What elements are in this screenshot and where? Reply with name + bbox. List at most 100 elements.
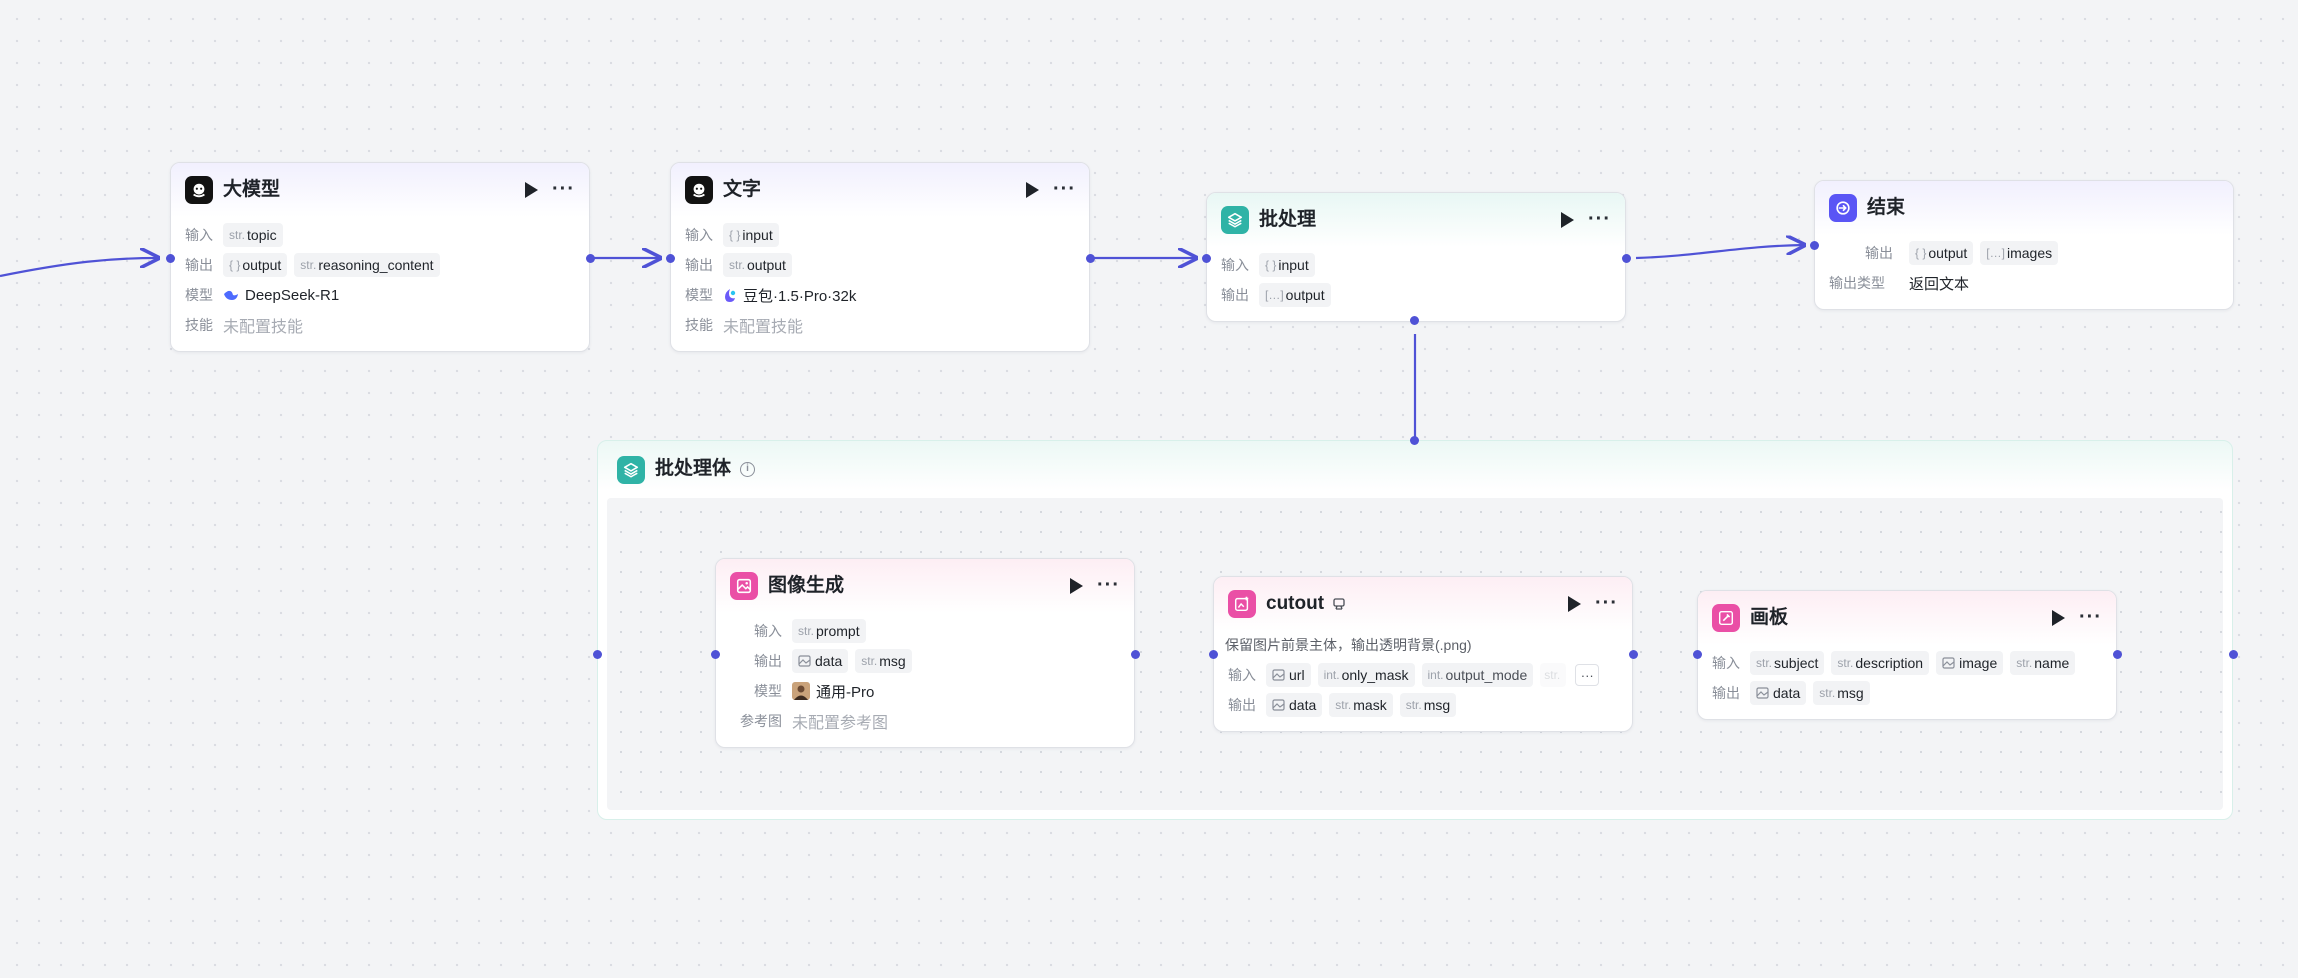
batch-body-handle[interactable]: [1410, 436, 1419, 445]
play-icon[interactable]: [1559, 211, 1575, 229]
param-chip: { }output: [1909, 241, 1974, 265]
node-llm[interactable]: 大模型 ··· 输入 str.topic 输出 { }output str.re…: [170, 162, 590, 352]
model-name: 通用-Pro: [816, 683, 875, 701]
node-canvas-board[interactable]: 画板 ··· 输入 str.subject str.description im…: [1697, 590, 2117, 720]
more-icon[interactable]: ···: [1595, 592, 1618, 614]
play-icon[interactable]: [1068, 577, 1084, 595]
image-generation-icon: [730, 572, 758, 600]
output-handle[interactable]: [1086, 254, 1095, 263]
node-title: cutout: [1266, 591, 1346, 617]
node-cutout[interactable]: cutout ··· 保留图片前景主体，输出透明背景(.png) 输入 url …: [1213, 576, 1633, 732]
param-chip: int.only_mask: [1317, 663, 1415, 687]
output-label: 输出: [1712, 685, 1740, 701]
more-icon[interactable]: ···: [1588, 208, 1611, 230]
ref-image-placeholder: 未配置参考图: [792, 715, 889, 732]
node-title: 文字: [723, 179, 762, 200]
skill-placeholder: 未配置技能: [723, 319, 804, 336]
image-icon: [1942, 657, 1955, 669]
param-chip: str.mask: [1329, 693, 1393, 717]
node-image-generation[interactable]: 图像生成 ··· 输入 str.prompt 输出 data str.msg 模…: [715, 558, 1135, 748]
input-handle[interactable]: [1202, 254, 1211, 263]
group-input-handle[interactable]: [593, 650, 602, 659]
play-icon[interactable]: [523, 181, 539, 199]
wire-batch-to-end: [1635, 245, 1804, 260]
image-icon: [1756, 687, 1769, 699]
ref-image-label: 参考图: [740, 713, 782, 729]
param-chip: str.msg: [1813, 681, 1870, 705]
more-icon[interactable]: ···: [552, 178, 575, 200]
batch-body-handle[interactable]: [1410, 316, 1419, 325]
batch-layers-icon: [617, 456, 645, 484]
param-chip: data: [792, 649, 849, 673]
more-inputs-button[interactable]: ···: [1575, 664, 1600, 686]
more-icon[interactable]: ···: [1097, 574, 1120, 596]
param-chip: str.prompt: [792, 619, 866, 643]
node-title: 大模型: [223, 179, 281, 200]
input-label: 输入: [685, 227, 713, 243]
output-label: 输出: [1228, 697, 1256, 713]
node-end[interactable]: 结束 输出 { }output […]images 输出类型 返回文本: [1814, 180, 2234, 310]
model-name: 豆包·1.5·Pro·32k: [743, 287, 857, 305]
output-handle[interactable]: [1622, 254, 1631, 263]
node-batch[interactable]: 批处理 ··· 输入 { }input 输出 […]output: [1206, 192, 1626, 322]
param-chip: data: [1266, 693, 1323, 717]
output-label: 输出: [1221, 287, 1249, 303]
output-label: 输出: [685, 257, 713, 273]
output-handle[interactable]: [586, 254, 595, 263]
input-handle[interactable]: [711, 650, 720, 659]
cutout-plugin-icon: [1228, 590, 1256, 618]
model-label: 模型: [685, 287, 713, 303]
input-handle[interactable]: [666, 254, 675, 263]
model-name: DeepSeek-R1: [245, 286, 340, 304]
param-chip: image: [1936, 651, 2004, 675]
info-icon[interactable]: i: [740, 461, 756, 477]
param-chip: str.topic: [223, 223, 283, 247]
model-label: 模型: [754, 683, 782, 699]
skill-placeholder: 未配置技能: [223, 319, 304, 336]
skill-label: 技能: [685, 317, 713, 333]
model-thumbnail-icon: [792, 682, 810, 700]
input-handle[interactable]: [166, 254, 175, 263]
play-icon[interactable]: [1566, 595, 1582, 613]
more-icon[interactable]: ···: [1053, 178, 1076, 200]
param-chip: str.name: [2010, 651, 2076, 675]
input-handle[interactable]: [1810, 241, 1819, 250]
output-handle[interactable]: [2113, 650, 2122, 659]
model-label: 模型: [185, 287, 213, 303]
param-chip: str.subject: [1750, 651, 1825, 675]
param-chip: { }output: [223, 253, 288, 277]
group-title: 批处理体 i: [655, 456, 756, 482]
param-chip: data: [1750, 681, 1807, 705]
input-label: 输入: [1712, 655, 1740, 671]
play-icon[interactable]: [2050, 609, 2066, 627]
input-label: 输入: [1228, 667, 1256, 683]
node-description: 保留图片前景主体，输出透明背景(.png): [1225, 637, 1472, 653]
wire-start-to-llm: [0, 258, 158, 278]
end-exit-icon: [1829, 194, 1857, 222]
node-title: 图像生成: [768, 575, 845, 596]
llm-node-icon: [185, 176, 213, 204]
param-chip: str.output: [723, 253, 792, 277]
input-handle[interactable]: [1693, 650, 1702, 659]
param-chip: […]images: [1980, 241, 2059, 265]
node-text[interactable]: 文字 ··· 输入 { }input 输出 str.output 模型 豆包·1…: [670, 162, 1090, 352]
param-chip: str.msg: [1399, 693, 1457, 717]
more-icon[interactable]: ···: [2079, 606, 2102, 628]
param-chip: […]output: [1259, 283, 1331, 307]
input-label: 输入: [185, 227, 213, 243]
param-chip: str.reasoning_content: [294, 253, 440, 277]
input-label: 输入: [1221, 257, 1249, 273]
param-chip: str.msg: [855, 649, 912, 673]
param-chip: int.output_mode: [1421, 663, 1534, 687]
deepseek-logo-icon: [224, 290, 238, 300]
input-handle[interactable]: [1209, 650, 1218, 659]
node-title: 批处理: [1259, 209, 1317, 230]
llm-node-icon: [685, 176, 713, 204]
param-chip-overflow: str.: [1540, 663, 1567, 687]
output-handle[interactable]: [1629, 650, 1638, 659]
batch-layers-icon: [1221, 206, 1249, 234]
output-label: 输出: [185, 257, 213, 273]
output-handle[interactable]: [1131, 650, 1140, 659]
group-output-handle[interactable]: [2229, 650, 2238, 659]
play-icon[interactable]: [1024, 181, 1040, 199]
